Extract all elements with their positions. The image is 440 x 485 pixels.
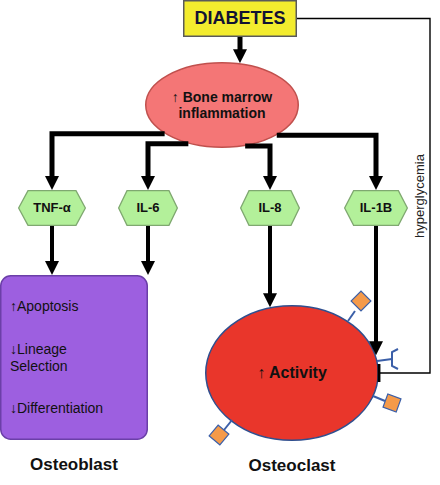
ellipse-outline: [146, 63, 299, 148]
receptor-ligand: [351, 291, 371, 311]
hexagon-outline: [19, 191, 86, 226]
cell-heading: Osteoblast: [0, 455, 168, 475]
arrow-connector: [148, 144, 188, 182]
node-text: IL-6: [136, 201, 159, 216]
node-body: ↑Apoptosis ↓Lineage Selection ↓Differentia…: [0, 275, 148, 440]
node-body: DIABETES: [183, 0, 297, 37]
node-text: ↑ Activity: [257, 364, 327, 382]
node-body: ↑ Bone marrow inflammation: [145, 62, 299, 148]
hexagon-outline: [241, 191, 300, 226]
node-text: ↑ Bone marrow inflammation: [169, 89, 275, 121]
receptor-ligand: [383, 394, 401, 412]
receptor-stem: [348, 311, 355, 321]
rect-outline: [1, 276, 148, 440]
node-text: DIABETES: [194, 8, 285, 29]
arrow-connector: [268, 226, 272, 299]
node-text: ↓Differentiation: [10, 400, 103, 416]
condition-box: DIABETES: [183, 0, 297, 37]
arrow-connector: [50, 226, 54, 267]
arrow-connector: [238, 37, 243, 55]
node-body: IL-1B: [344, 190, 408, 226]
cytokine-hexagon: IL-6: [118, 190, 178, 226]
osteoblast-effects-box: ↑Apoptosis ↓Lineage Selection ↓Differentia…: [0, 275, 148, 440]
arrow-connector: [146, 226, 150, 267]
ellipse-outline: [206, 306, 379, 441]
cell-heading: Osteoclast: [185, 456, 399, 476]
node-body: TNF-α: [18, 190, 86, 226]
node-text: TNF-α: [33, 201, 71, 216]
receptor-stem: [377, 359, 392, 361]
node-body: IL-8: [240, 190, 300, 226]
node-text: IL-8: [258, 201, 281, 216]
inflammation-ellipse: ↑ Bone marrow inflammation: [145, 62, 299, 148]
hexagon-outline: [119, 191, 178, 226]
node-text: ↓Lineage Selection: [10, 341, 122, 373]
receptor-ligand: [209, 425, 229, 445]
hexagon-outline: [345, 191, 408, 226]
node-body: IL-6: [118, 190, 178, 226]
edge-label: hyperglycemia: [412, 154, 427, 238]
receptor-stem: [373, 396, 385, 401]
node-text: ↑Apoptosis: [10, 298, 78, 314]
node-body: ↑ Activity: [205, 305, 379, 441]
receptor-stem: [224, 420, 232, 430]
node-text: IL-1B: [360, 201, 393, 216]
arrow-connector: [277, 135, 376, 182]
osteoclast-ellipse: ↑ ActivityOsteoclast: [205, 305, 379, 441]
cytokine-hexagon: TNF-α: [18, 190, 86, 226]
cytokine-hexagon: IL-8: [240, 190, 300, 226]
arrow-connector: [374, 226, 378, 347]
cytokine-hexagon: IL-1B: [344, 190, 408, 226]
arrow-connector: [245, 146, 270, 182]
receptor-fork: [392, 349, 398, 369]
rect-outline: [184, 1, 297, 37]
